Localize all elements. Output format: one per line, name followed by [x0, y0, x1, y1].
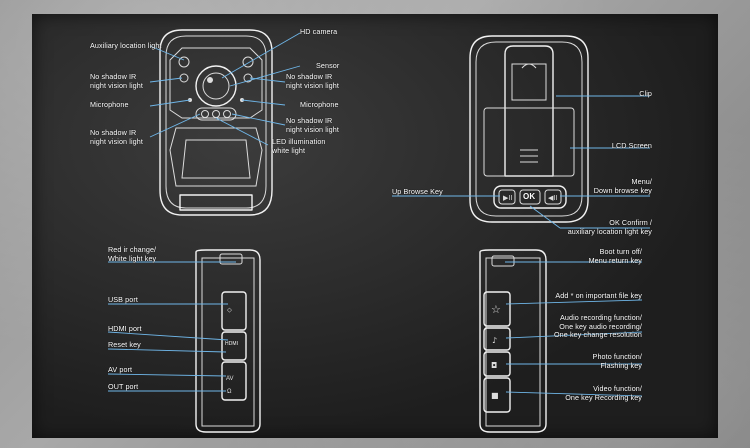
aux-location-light-label: Auxiliary location light: [90, 41, 162, 50]
menu-down-key-label: Menu/ Down browse key: [593, 177, 652, 195]
right-side-callout-lines: [505, 261, 643, 397]
audio-recording-key-label: Audio recording function/ One key audio …: [553, 313, 642, 339]
out-port-label: OUT port: [108, 382, 139, 391]
reset-key-label: Reset key: [108, 340, 141, 349]
svg-text:♪: ♪: [492, 336, 497, 345]
microphone-left-label: Microphone: [90, 100, 129, 109]
microphone-right-label: Microphone: [300, 100, 339, 109]
usb-port-label: USB port: [108, 295, 138, 304]
ok-button-label: OK: [523, 192, 536, 201]
hd-camera-label: HD camera: [300, 27, 338, 36]
hdmi-port-label: HDMI: [225, 341, 239, 347]
up-browse-key-label: Up Browse Key: [392, 187, 443, 196]
svg-text:◀II: ◀II: [548, 195, 557, 202]
av-port-label: AV port: [108, 365, 133, 374]
ir-light-left-bottom-label: No shadow IR night vision light: [90, 128, 143, 146]
boot-turn-off-key-label: Boot turn off/ Menu return key: [588, 247, 642, 265]
sensor-label: Sensor: [316, 61, 340, 70]
hd-camera-lens: [195, 65, 237, 107]
svg-text:◘: ◘: [491, 361, 497, 370]
clip-shape: [504, 45, 554, 177]
clip-label: Clip: [639, 89, 652, 98]
left-side-view-device: ⬦ AV Ω: [195, 249, 261, 433]
svg-text:⬦: ⬦: [227, 307, 232, 314]
photo-function-key-label: Photo function/ Flashing key: [592, 352, 642, 370]
ir-light-right-bottom-label: No shadow IR night vision light: [286, 116, 339, 134]
led-illumination-label: LED illumination white light: [272, 137, 326, 155]
ir-light-right-top-label: No shadow IR night vision light: [286, 72, 339, 90]
video-function-key-label: Video function/ One key Recording key: [565, 384, 642, 402]
ok-confirm-key-label: OK Confirm / auxiliary location light ke…: [567, 218, 652, 236]
back-view-device: ▶II ◀II: [469, 35, 589, 223]
svg-text:AV: AV: [226, 376, 234, 382]
front-view-device: [159, 29, 273, 216]
lcd-screen-label: LCD Screen: [611, 141, 652, 150]
hdmi-port-callout-label: HDMI port: [108, 324, 142, 333]
lcd-screen-shape: [483, 107, 575, 177]
important-file-key-label: Add * on important file key: [555, 291, 642, 300]
svg-text:☆: ☆: [491, 303, 501, 316]
ir-light-left-top-label: No shadow IR night vision light: [90, 72, 143, 90]
red-ir-change-key-label: Red ir change/ White light key: [108, 245, 157, 263]
diagram-board: [32, 14, 718, 438]
svg-text:Ω: Ω: [227, 389, 232, 395]
back-callout-lines: [392, 95, 650, 229]
left-side-callout-lines: [107, 261, 236, 392]
right-side-view-device: ☆ ♪ ◘ ■: [479, 249, 547, 433]
front-callout-lines: [149, 32, 301, 146]
svg-text:▶II: ▶II: [503, 195, 512, 202]
svg-text:■: ■: [491, 391, 499, 400]
